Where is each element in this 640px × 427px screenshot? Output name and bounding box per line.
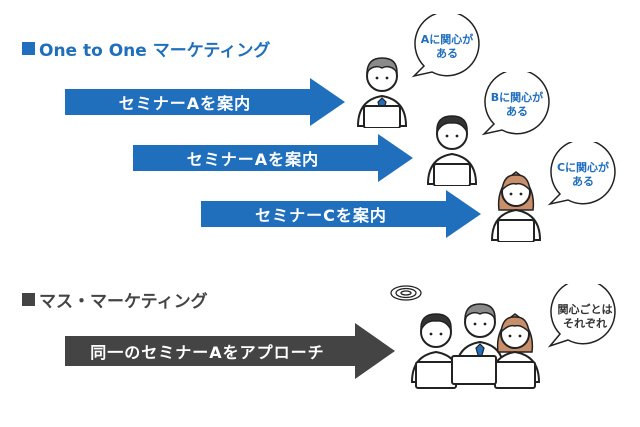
man-laptop-icon bbox=[426, 115, 478, 186]
arrow-seminar-c: セミナーCを案内 bbox=[201, 190, 481, 238]
square-bullet-icon bbox=[22, 42, 35, 55]
arrow-seminar-a-2: セミナーAを案内 bbox=[133, 134, 413, 182]
confused-swirl-icon bbox=[390, 285, 422, 301]
bubble-a-text: Aに関心が ある bbox=[417, 33, 477, 61]
heading-one-to-one: One to One マーケティング bbox=[22, 36, 270, 61]
arrow-mass-approach: 同一のセミナーAをアプローチ bbox=[65, 323, 395, 379]
woman-laptop-icon bbox=[490, 171, 542, 242]
arrow-shape bbox=[65, 78, 345, 126]
bubble-a-line2: ある bbox=[436, 47, 458, 60]
speech-bubble-icon bbox=[547, 284, 616, 348]
arrow-label: セミナーAを案内 bbox=[186, 150, 320, 169]
square-bullet-icon bbox=[22, 293, 35, 306]
woman-laptop-icon bbox=[489, 313, 541, 389]
bubble-mass-line2: それぞれ bbox=[563, 317, 607, 330]
man-laptop-icon bbox=[410, 313, 462, 389]
arrow-label: セミナーCを案内 bbox=[255, 206, 387, 225]
bubble-b-line1: Bに関心が bbox=[490, 91, 544, 104]
arrow-seminar-a-1: セミナーAを案内 bbox=[65, 78, 345, 126]
laptop-icon bbox=[451, 355, 497, 385]
arrow-shape bbox=[201, 190, 481, 238]
bubble-c-line1: Cに関心が bbox=[556, 161, 610, 174]
businessman-laptop-icon bbox=[356, 57, 408, 128]
arrow-shape bbox=[65, 323, 395, 379]
speech-bubble-icon bbox=[547, 142, 616, 206]
bubble-b-line2: ある bbox=[506, 105, 528, 118]
arrow-label: セミナーAを案内 bbox=[118, 94, 252, 113]
bubble-mass-text: 関心ごとは それぞれ bbox=[550, 303, 620, 331]
heading-mass-label: マス・マーケティング bbox=[39, 292, 208, 312]
speech-bubble-icon bbox=[411, 14, 480, 78]
arrow-label: 同一のセミナーAをアプローチ bbox=[90, 343, 325, 362]
heading-mass: マス・マーケティング bbox=[22, 287, 208, 312]
bubble-mass-line1: 関心ごとは bbox=[557, 303, 613, 316]
bubble-a-line1: Aに関心が bbox=[420, 33, 474, 46]
bubble-b-text: Bに関心が ある bbox=[487, 91, 547, 119]
bubble-c-line2: ある bbox=[572, 175, 594, 188]
arrow-shape bbox=[133, 134, 413, 182]
heading-one-to-one-label: One to One マーケティング bbox=[39, 41, 271, 61]
speech-bubble-icon bbox=[481, 72, 550, 136]
bubble-c-text: Cに関心が ある bbox=[553, 161, 613, 189]
